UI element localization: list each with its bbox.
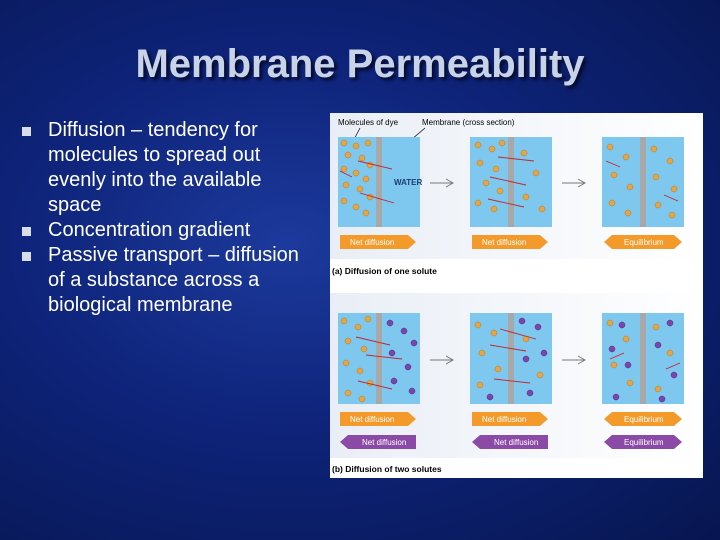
svg-text:Equilibrium: Equilibrium: [624, 438, 664, 447]
bullet-square-icon: [22, 127, 31, 136]
bullet-item-passive-transport: Passive transport – diffusion of a subst…: [20, 243, 320, 318]
net-diffusion-banner-b2-purple: Net diffusion: [472, 435, 548, 449]
label-membrane: Membrane (cross section): [422, 118, 515, 127]
dye-molecules-b2: [474, 321, 544, 389]
label-molecules-of-dye: Molecules of dye: [338, 118, 399, 127]
bullet-text: Concentration gradient: [48, 219, 251, 241]
label-water: WATER: [394, 178, 423, 187]
dye-molecules-a1: [340, 139, 374, 217]
dye-molecules-b3: [606, 319, 674, 393]
second-solute-b1: [386, 319, 418, 395]
membrane-b2: [508, 313, 514, 404]
step-arrow: [430, 178, 587, 365]
net-diffusion-banner-b1: Net diffusion: [340, 412, 416, 426]
bullet-square-icon: [22, 252, 31, 261]
second-solute-b2: [486, 317, 548, 401]
caption-b: (b) Diffusion of two solutes: [332, 464, 442, 474]
svg-text:Net diffusion: Net diffusion: [362, 438, 406, 447]
net-diffusion-banner-a2: Net diffusion: [472, 235, 548, 249]
net-diffusion-banner-b1-purple: Net diffusion: [340, 435, 416, 449]
caption-a: (a) Diffusion of one solute: [332, 266, 437, 276]
membrane-a1: [376, 137, 382, 227]
bullet-list: Diffusion – tendency for molecules to sp…: [20, 118, 320, 318]
equilibrium-banner-a3: Equilibrium: [604, 235, 682, 249]
diffusion-figure: Molecules of dye Membrane (cross section…: [330, 113, 703, 478]
bullet-item-diffusion: Diffusion – tendency for molecules to sp…: [20, 118, 320, 218]
slide-title: Membrane Permeability: [135, 42, 585, 86]
equilibrium-banner-b3-purple: Equilibrium: [604, 435, 682, 449]
membrane-a3: [640, 137, 646, 227]
bullet-text: Diffusion – tendency for molecules to sp…: [48, 119, 262, 216]
second-solute-b3: [608, 319, 678, 403]
svg-text:Equilibrium: Equilibrium: [624, 238, 664, 247]
net-diffusion-banner-a1: Net diffusion: [340, 235, 416, 249]
membrane-b3: [640, 313, 646, 404]
motion-arrows-a: [339, 156, 679, 208]
svg-text:Net diffusion: Net diffusion: [482, 415, 526, 424]
svg-text:Net diffusion: Net diffusion: [494, 438, 538, 447]
equilibrium-banner-b3: Equilibrium: [604, 412, 682, 426]
dye-molecules-a2: [474, 139, 546, 213]
dye-molecules-b1: [340, 315, 374, 403]
svg-text:Net diffusion: Net diffusion: [350, 415, 394, 424]
svg-text:Equilibrium: Equilibrium: [624, 415, 664, 424]
svg-text:Net diffusion: Net diffusion: [350, 238, 394, 247]
net-diffusion-banner-b2: Net diffusion: [472, 412, 548, 426]
membrane-b1: [376, 313, 382, 404]
bullet-text: Passive transport – diffusion of a subst…: [48, 244, 299, 316]
motion-arrows-b: [355, 328, 681, 390]
svg-text:Net diffusion: Net diffusion: [482, 238, 526, 247]
dye-molecules-a3: [606, 143, 678, 219]
bullet-square-icon: [22, 227, 31, 236]
bullet-item-gradient: Concentration gradient: [20, 218, 320, 243]
